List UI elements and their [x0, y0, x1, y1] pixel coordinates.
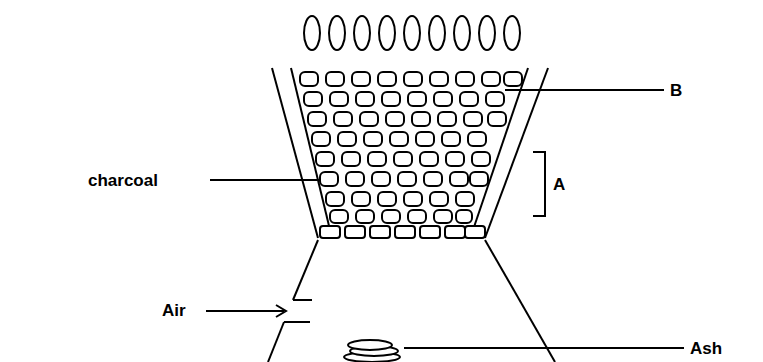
part-name: Air — [162, 302, 186, 319]
part-name: charcoal — [88, 172, 158, 189]
leader-lines — [210, 90, 684, 348]
ash-chamber — [268, 240, 555, 362]
burner-walls — [272, 68, 548, 238]
part-name: Ash — [690, 340, 722, 357]
ash-pile — [344, 340, 400, 362]
flames — [304, 16, 520, 50]
grate — [320, 226, 485, 238]
charcoal-lumps — [300, 72, 522, 223]
air-arrow — [206, 305, 286, 317]
part-letter: B — [670, 82, 682, 99]
part-letter: A — [553, 176, 565, 193]
